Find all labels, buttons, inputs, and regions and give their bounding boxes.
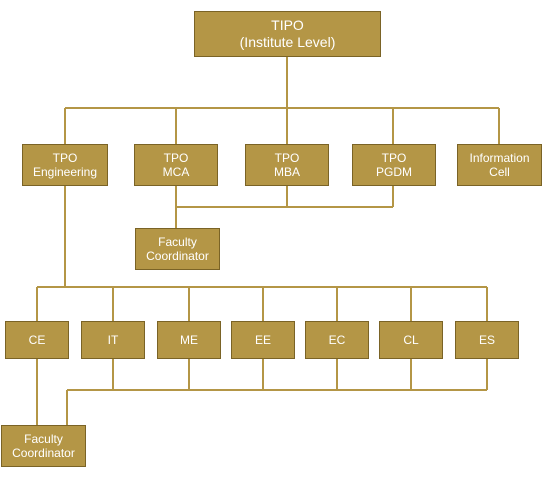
node-tpo-engineering: TPO Engineering	[22, 144, 108, 186]
node-tpo-mca: TPO MCA	[134, 144, 218, 186]
node-label: EE	[254, 332, 271, 347]
node-line1: Information	[469, 150, 530, 165]
node-dept-cl: CL	[379, 321, 443, 359]
node-line2: Coordinator	[146, 249, 209, 263]
node-line2: PGDM	[376, 165, 412, 179]
node-line1: TPO	[163, 150, 189, 165]
node-line2: MBA	[273, 165, 300, 179]
node-line2: MCA	[162, 165, 190, 179]
node-label: ES	[478, 332, 495, 347]
node-tpo-mba: TPO MBA	[245, 144, 329, 186]
node-line2: Coordinator	[12, 446, 75, 460]
node-dept-it: IT	[81, 321, 145, 359]
node-label: CE	[28, 332, 46, 347]
node-line1: TPO	[274, 150, 300, 165]
node-line1: TPO	[52, 150, 78, 165]
node-label: EC	[328, 332, 346, 347]
node-label: ME	[180, 332, 198, 347]
node-label: Faculty Coordinator	[12, 432, 75, 461]
node-label: TPO MBA	[274, 151, 300, 180]
node-tipo-institute: TIPO (Institute Level)	[194, 11, 381, 57]
node-label: IT	[107, 332, 119, 347]
node-dept-ce: CE	[5, 321, 69, 359]
node-line1: Faculty	[158, 234, 197, 249]
node-faculty-coordinator-mid: Faculty Coordinator	[135, 228, 220, 270]
node-dept-ec: EC	[305, 321, 369, 359]
node-information-cell: Information Cell	[457, 144, 542, 186]
node-title: TIPO	[271, 16, 304, 33]
node-label: TIPO (Institute Level)	[240, 17, 336, 52]
connector-group	[36, 57, 500, 425]
node-faculty-coordinator-bottom: Faculty Coordinator	[1, 425, 86, 467]
node-label: Faculty Coordinator	[146, 235, 209, 264]
node-line2: Engineering	[32, 165, 98, 179]
node-dept-es: ES	[455, 321, 519, 359]
node-line1: Faculty	[24, 431, 63, 446]
node-label: TPO MCA	[163, 151, 190, 180]
node-tpo-pgdm: TPO PGDM	[352, 144, 436, 186]
node-label: TPO PGDM	[376, 151, 412, 180]
node-line1: TPO	[381, 150, 407, 165]
node-label: Information Cell	[469, 151, 529, 180]
node-dept-ee: EE	[231, 321, 295, 359]
node-label: CL	[403, 332, 419, 347]
node-subtitle: (Institute Level)	[239, 34, 336, 50]
node-line2: Cell	[489, 165, 510, 179]
node-dept-me: ME	[157, 321, 221, 359]
node-label: TPO Engineering	[33, 151, 97, 180]
